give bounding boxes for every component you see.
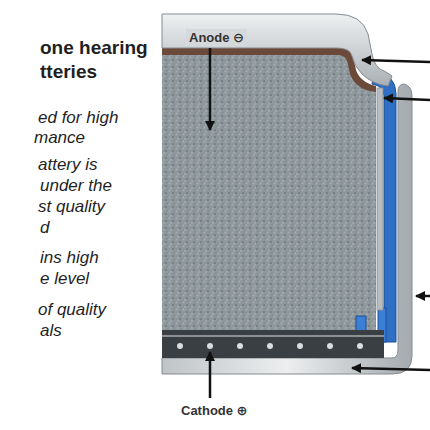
feature-text: mance <box>34 128 85 148</box>
part-label: Cathode ⊕ <box>178 402 251 419</box>
pointer-arrow <box>384 98 430 100</box>
cathode-layer <box>162 330 384 358</box>
feature-text: of quality <box>38 300 106 320</box>
cap-liner <box>162 48 376 92</box>
cathode-mesh <box>162 335 384 337</box>
air-holes <box>177 343 363 349</box>
feature-text: attery is <box>38 155 98 175</box>
feature-text: als <box>40 321 62 341</box>
feature-text: ins high <box>40 248 99 268</box>
feature-text: under the <box>40 176 112 196</box>
pointer-arrow <box>362 60 430 62</box>
pointer-arrows <box>210 48 430 398</box>
part-label: Anode ⊖ <box>186 29 247 46</box>
cathode-leader <box>209 352 212 398</box>
zinc-gel <box>162 54 376 330</box>
feature-text: d <box>40 218 49 238</box>
pointer-arrow <box>416 295 430 298</box>
anode-leader <box>209 48 212 130</box>
feature-text: st quality <box>38 197 105 217</box>
pointer-arrow <box>352 368 430 370</box>
feature-text: ed for high <box>38 108 118 128</box>
anode-cup-wall <box>377 88 383 310</box>
anode-cap <box>162 14 392 86</box>
gasket <box>372 72 396 342</box>
heading: one hearing tteries <box>40 36 164 84</box>
feature-text: e level <box>40 269 89 289</box>
